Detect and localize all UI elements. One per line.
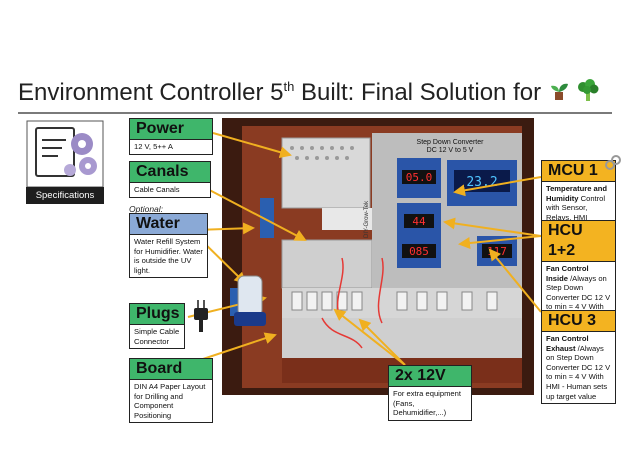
water-title: Water (129, 213, 208, 235)
hcu3-title: HCU 3 (541, 310, 616, 332)
power-desc: 12 V, 5++ A (129, 140, 213, 155)
water-callout: Water Water Refill System for Humidifier… (129, 213, 208, 279)
mcu1-callout: MCU 1 Temperature and Humidity Control w… (541, 160, 616, 226)
12v-title: 2x 12V (388, 365, 472, 387)
specifications-label: Specifications (26, 187, 104, 204)
plugs-callout: Plugs Simple Cable Connector (129, 303, 185, 350)
svg-text:Step Down Converter: Step Down Converter (417, 139, 485, 146)
12v-callout: 2x 12V For extra equipment (Fans, Dehumi… (388, 365, 472, 421)
water-bottle-icon (234, 275, 266, 326)
plug-icon (194, 300, 208, 332)
display-1: 05.0 (406, 171, 433, 184)
svg-text:DC 12 V to 5 V: DC 12 V to 5 V (427, 147, 474, 154)
link-icon[interactable] (604, 154, 622, 172)
board-title: Board (129, 358, 213, 380)
power-callout: Power 12 V, 5++ A (129, 118, 213, 155)
canals-callout: Canals Cable Canals (129, 161, 211, 198)
display-3: 085 (409, 245, 429, 258)
canals-desc: Cable Canals (129, 183, 211, 198)
seedling-icon (548, 79, 570, 108)
svg-text:DIY-Grow-Tek: DIY-Grow-Tek (364, 200, 370, 238)
water-desc: Water Refill System for Humidifier. Wate… (129, 235, 208, 279)
title-divider (18, 112, 612, 114)
controller-photo: Step Down Converter DC 12 V to 5 V 05.0 … (222, 118, 534, 395)
power-title: Power (129, 118, 213, 140)
canals-title: Canals (129, 161, 211, 183)
mcu1-title: MCU 1 (541, 160, 616, 182)
plugs-desc: Simple Cable Connector (129, 325, 185, 350)
plugs-title: Plugs (129, 303, 185, 325)
page-title: Environment Controller 5th Built: Final … (18, 78, 600, 109)
hcu12-title: HCU 1+2 (541, 220, 616, 262)
display-2: 44 (412, 215, 426, 228)
12v-desc: For extra equipment (Fans, Dehumidifier,… (388, 387, 472, 421)
broccoli-icon (576, 78, 600, 109)
board-desc: DIN A4 Paper Layout for Drilling and Com… (129, 380, 213, 424)
specifications-icon[interactable] (26, 120, 104, 188)
optional-label: Optional: (129, 204, 164, 214)
board-callout: Board DIN A4 Paper Layout for Drilling a… (129, 358, 213, 424)
hcu3-callout: HCU 3 Fan Control Exhaust /Always on Ste… (541, 310, 616, 405)
